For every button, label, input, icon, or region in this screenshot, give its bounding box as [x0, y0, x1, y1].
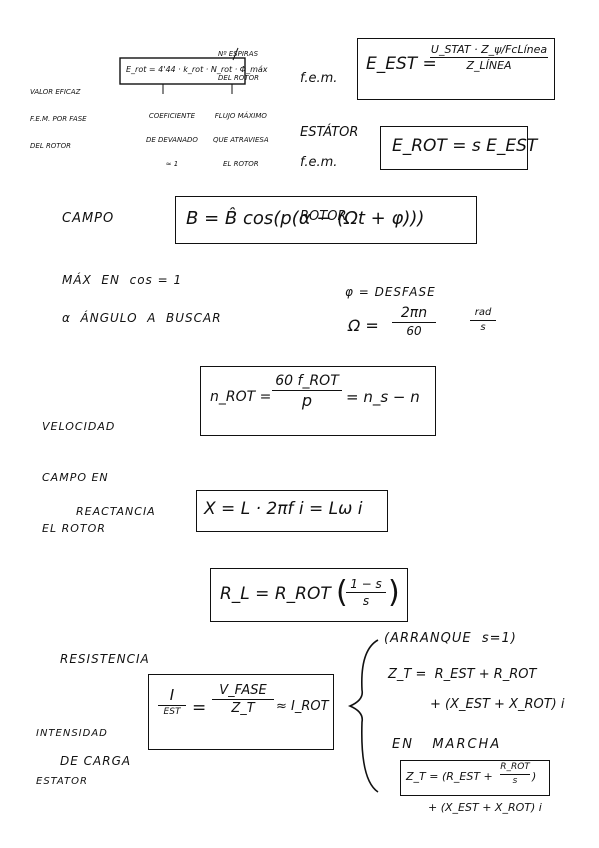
running-impedance-box — [400, 760, 550, 796]
omega-unit-numerator: rad — [474, 307, 492, 318]
starting-impedance-line2: + (X_EST + X_ROT) i — [430, 697, 565, 712]
stator-emf-lhs: E_EST = — [366, 54, 437, 74]
stator-current-lhs-fraction: I EST — [158, 688, 186, 717]
stator-current-lhs-num: I — [169, 686, 175, 704]
omega-fraction: 2πn 60 — [392, 306, 436, 337]
turns-annotation: Nº ESPIRAS DEL ROTOR — [218, 50, 259, 82]
phase-note: φ = DESFASE — [345, 285, 436, 299]
stator-current-fraction: V_FASE Z_T — [212, 684, 274, 715]
reactance-label: REACTANCIA — [76, 505, 156, 518]
reactance-formula: X = L · 2πf i = Lω i — [204, 499, 363, 519]
field-label: CAMPO — [62, 211, 115, 226]
load-resistance-box — [210, 568, 408, 622]
stator-current-box — [148, 674, 334, 750]
stator-emf-label: f.e.m. ESTÁTOR — [300, 71, 359, 140]
speed-denominator: p — [301, 391, 313, 410]
field-box — [175, 196, 477, 244]
load-resistance-right-paren: ) — [388, 575, 400, 610]
omega-numerator: 2πn — [400, 305, 428, 321]
stator-emf-fraction: U_STAT · Z_ψ/FcLínea Z_LÍNEA — [430, 44, 548, 71]
omega-unit: rad s — [470, 308, 496, 333]
load-resistance-label: RESISTENCIA DE CARGA — [60, 652, 150, 768]
speed-box — [200, 366, 436, 436]
speed-label: VELOCIDAD CAMPO EN EL ROTOR — [42, 420, 116, 535]
stator-current-lhs-den: EST — [163, 707, 181, 717]
rotor-emf-label: f.e.m. ROTOR — [300, 155, 347, 224]
omega-unit-denominator: s — [480, 322, 486, 333]
stator-emf-numerator: U_STAT · Z_ψ/FcLínea — [430, 43, 548, 56]
max-note: MÁX EN cos = 1 — [62, 273, 183, 287]
running-impedance-numerator: R_ROT — [500, 762, 530, 772]
stator-emf-box — [357, 38, 555, 100]
rotor-emf-formula: E_rot = 4'44 · k_rot · N_rot · Φ_máx — [126, 65, 268, 74]
angle-note: α ÁNGULO A BUSCAR — [62, 311, 222, 325]
stator-current-label: INTENSIDAD ESTATOR — [36, 728, 108, 787]
rotor-emf-description: VALOR EFICAZ F.E.M. POR FASE DEL ROTOR — [30, 88, 87, 150]
load-resistance-numerator: 1 − s — [350, 577, 382, 591]
stator-current-approx: ≈ I_ROT — [276, 699, 329, 714]
load-resistance-denominator: s — [362, 594, 370, 608]
reactance-box — [196, 490, 388, 532]
omega-lhs: Ω = — [348, 316, 379, 335]
speed-fraction: 60 f_ROT p — [272, 374, 342, 409]
stator-current-denominator: Z_T — [231, 701, 255, 716]
rotor-emf-box — [380, 126, 528, 170]
running-impedance-line2: + (X_EST + X_ROT) i — [428, 801, 542, 814]
load-resistance-lhs: R_L = R_ROT — [220, 584, 331, 604]
load-resistance-left-paren: ( — [336, 575, 348, 610]
running-impedance-denominator: s — [512, 776, 518, 786]
field-formula: B = B̂ cos(p(α − (Ωt + φ))) — [186, 208, 425, 229]
running-impedance-close: ) — [532, 770, 537, 783]
stator-current-equals: = — [192, 698, 207, 718]
load-resistance-fraction: 1 − s s — [346, 578, 386, 607]
max-flux-annotation: FLUJO MÁXIMO QUE ATRAVIESA EL ROTOR — [213, 112, 269, 168]
running-case-title: EN MARCHA — [392, 737, 502, 752]
running-impedance-lhs: Z_T = (R_EST + — [406, 770, 493, 783]
speed-rhs: = n_s − n — [346, 388, 420, 406]
starting-impedance-line1: Z_T = R_EST + R_ROT — [388, 667, 537, 682]
winding-coefficient-annotation: COEFICIENTE DE DEVANADO ≈ 1 — [146, 112, 198, 168]
stator-emf-denominator: Z_LÍNEA — [466, 59, 512, 72]
speed-numerator: 60 f_ROT — [275, 373, 339, 389]
running-impedance-fraction: R_ROT s — [500, 763, 530, 786]
starting-case-title: (ARRANQUE s=1) — [384, 631, 517, 646]
speed-lhs: n_ROT = — [210, 389, 272, 405]
stator-current-numerator: V_FASE — [219, 683, 267, 698]
rotor-emf-relation: E_ROT = s E_EST — [392, 136, 538, 156]
omega-denominator: 60 — [406, 324, 422, 338]
